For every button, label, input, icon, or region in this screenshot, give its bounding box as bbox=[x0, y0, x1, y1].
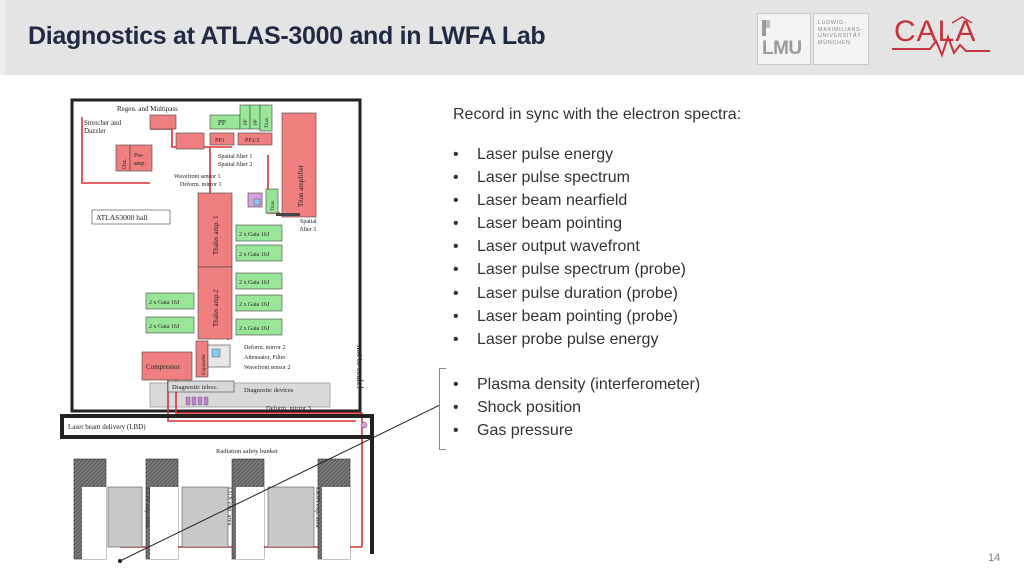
cala-wave-icon bbox=[892, 16, 990, 58]
pointer-line bbox=[119, 404, 440, 562]
svg-text:Compressor: Compressor bbox=[146, 363, 181, 371]
svg-text:2 x Gaia 16J: 2 x Gaia 16J bbox=[239, 232, 270, 238]
laser-diagnostics-list: Laser pulse energy Laser pulse spectrum … bbox=[453, 143, 686, 351]
list-item: Gas pressure bbox=[453, 419, 700, 442]
plasma-bracket bbox=[439, 368, 446, 450]
svg-text:Expander: Expander bbox=[201, 354, 207, 375]
label-amp: amp. bbox=[134, 161, 146, 167]
slide-title: Diagnostics at ATLAS-3000 and in LWFA La… bbox=[28, 22, 546, 50]
list-item: Laser beam nearfield bbox=[453, 189, 686, 212]
lmu-wordmark: LUDWIG- MAXIMILIANS- UNIVERSITÄT MÜNCHEN bbox=[813, 13, 869, 65]
svg-text:Deform. mirror 3: Deform. mirror 3 bbox=[266, 405, 311, 412]
svg-text:2 x Gaia 16J: 2 x Gaia 16J bbox=[239, 326, 270, 332]
svg-text:LUX exp. area: LUX exp. area bbox=[226, 487, 233, 526]
svg-text:Wavefront sensor 2: Wavefront sensor 2 bbox=[244, 364, 291, 371]
titan-amplifier: Titan amplifier Titan bbox=[265, 112, 317, 218]
page-number: 14 bbox=[988, 552, 1001, 564]
svg-text:Radiation safety bunker: Radiation safety bunker bbox=[216, 448, 279, 455]
svg-text:Attenuator, Filter: Attenuator, Filter bbox=[244, 355, 285, 361]
label-pre: Pre- bbox=[134, 153, 144, 159]
svg-text:Diagnostic telesc.: Diagnostic telesc. bbox=[172, 384, 219, 391]
header-bar: Diagnostics at ATLAS-3000 and in LWFA La… bbox=[0, 0, 1024, 75]
label-pp1: PP1 bbox=[215, 138, 225, 144]
svg-text:Thales amp.2: Thales amp.2 bbox=[212, 289, 220, 327]
pointer-dot bbox=[118, 559, 122, 563]
svg-text:PP: PP bbox=[244, 119, 249, 125]
svg-text:Spatial filter 1: Spatial filter 1 bbox=[218, 153, 252, 160]
svg-text:LION exp. area: LION exp. area bbox=[314, 487, 321, 528]
list-item: Laser pulse energy bbox=[453, 143, 686, 166]
svg-text:2 x Gaia 16J: 2 x Gaia 16J bbox=[149, 324, 180, 330]
svg-text:2 x Gaia 16J: 2 x Gaia 16J bbox=[239, 252, 270, 258]
list-item: Plasma density (interferometer) bbox=[453, 373, 700, 396]
svg-text:Spatial filter 2: Spatial filter 2 bbox=[218, 161, 252, 168]
lmu-full-name: LUDWIG- MAXIMILIANS- UNIVERSITÄT MÜNCHEN bbox=[818, 20, 863, 46]
svg-text:Deform. mirror 1: Deform. mirror 1 bbox=[180, 181, 222, 188]
lmu-logo: LMU bbox=[757, 13, 811, 65]
lbd-bunker: Laser beam delivery (LBD) Radiation safe… bbox=[60, 414, 374, 560]
label-hall: ATLAS3000 hall bbox=[96, 213, 147, 222]
list-item: Laser pulse spectrum (probe) bbox=[453, 258, 686, 281]
list-item: Laser pulse duration (probe) bbox=[453, 282, 686, 305]
spatial-filter-labels: Spatial filter 1 Spatial filter 2 Wavefr… bbox=[174, 153, 263, 208]
svg-text:PP: PP bbox=[254, 119, 259, 125]
label-not-to-scale: not to scale! bbox=[355, 345, 365, 389]
svg-text:2 x Gaia 16J: 2 x Gaia 16J bbox=[149, 300, 180, 306]
svg-text:Titan: Titan bbox=[271, 200, 276, 211]
svg-text:Diagnostic devices: Diagnostic devices bbox=[244, 387, 294, 394]
svg-text:filter 3: filter 3 bbox=[300, 226, 316, 233]
label-regen: Regen. and Multipass bbox=[117, 105, 178, 113]
svg-text:Titan: Titan bbox=[265, 117, 270, 128]
svg-text:Spatial: Spatial bbox=[300, 219, 317, 225]
list-item: Laser pulse spectrum bbox=[453, 166, 686, 189]
label-osc: Osc. bbox=[122, 158, 128, 169]
list-heading: Record in sync with the electron spectra… bbox=[453, 106, 742, 123]
header-accent bbox=[0, 0, 6, 75]
list-item: Laser beam pointing bbox=[453, 212, 686, 235]
front-end: Regen. and Multipass Stretcher and Dazzl… bbox=[84, 105, 205, 172]
list-item: Laser output wavefront bbox=[453, 235, 686, 258]
list-item: Laser probe pulse energy bbox=[453, 328, 686, 351]
label-pp: PP bbox=[218, 119, 226, 127]
list-item: Laser beam pointing (probe) bbox=[453, 305, 686, 328]
list-item: Shock position bbox=[453, 396, 700, 419]
svg-text:Wavefront sensor 1: Wavefront sensor 1 bbox=[174, 173, 221, 180]
svg-text:2 x Gaia 16J: 2 x Gaia 16J bbox=[239, 280, 270, 286]
label-dazzler: Dazzler bbox=[84, 127, 106, 135]
compressor-area: Expander Compressor Deform. mirror 2 Att… bbox=[141, 340, 311, 412]
svg-text:ETTF exp. area: ETTF exp. area bbox=[144, 487, 151, 528]
gaia-pumps: 2 x Gaia 16J 2 x Gaia 16J 2 x Gaia 16J 2… bbox=[145, 224, 283, 336]
plasma-diagnostics-list: Plasma density (interferometer) Shock po… bbox=[453, 373, 700, 442]
label-pp23: PP2/3 bbox=[245, 138, 259, 144]
thales-amplifiers: Thales amp. 1 Thales amp.2 bbox=[197, 192, 233, 340]
svg-text:Laser beam delivery (LBD): Laser beam delivery (LBD) bbox=[68, 423, 146, 431]
svg-text:Thales amp. 1: Thales amp. 1 bbox=[212, 215, 220, 255]
preamp-box bbox=[129, 144, 153, 172]
label-titan-amp: Titan amplifier bbox=[297, 164, 305, 207]
svg-text:2 x Gaia 16J: 2 x Gaia 16J bbox=[239, 302, 270, 308]
svg-text:Deform. mirror 2: Deform. mirror 2 bbox=[244, 344, 286, 351]
pp-modules: PP PP PP Titan PP1 PP2/3 bbox=[209, 104, 273, 146]
atlas-laser-diagram: Regen. and Multipass Stretcher and Dazzl… bbox=[60, 98, 440, 563]
lmu-logo-text: LMU bbox=[762, 38, 802, 59]
lmu-logo-mark-icon bbox=[762, 20, 770, 36]
label-stretcher: Stretcher and bbox=[84, 119, 122, 127]
cala-logo: CALA bbox=[890, 15, 995, 59]
